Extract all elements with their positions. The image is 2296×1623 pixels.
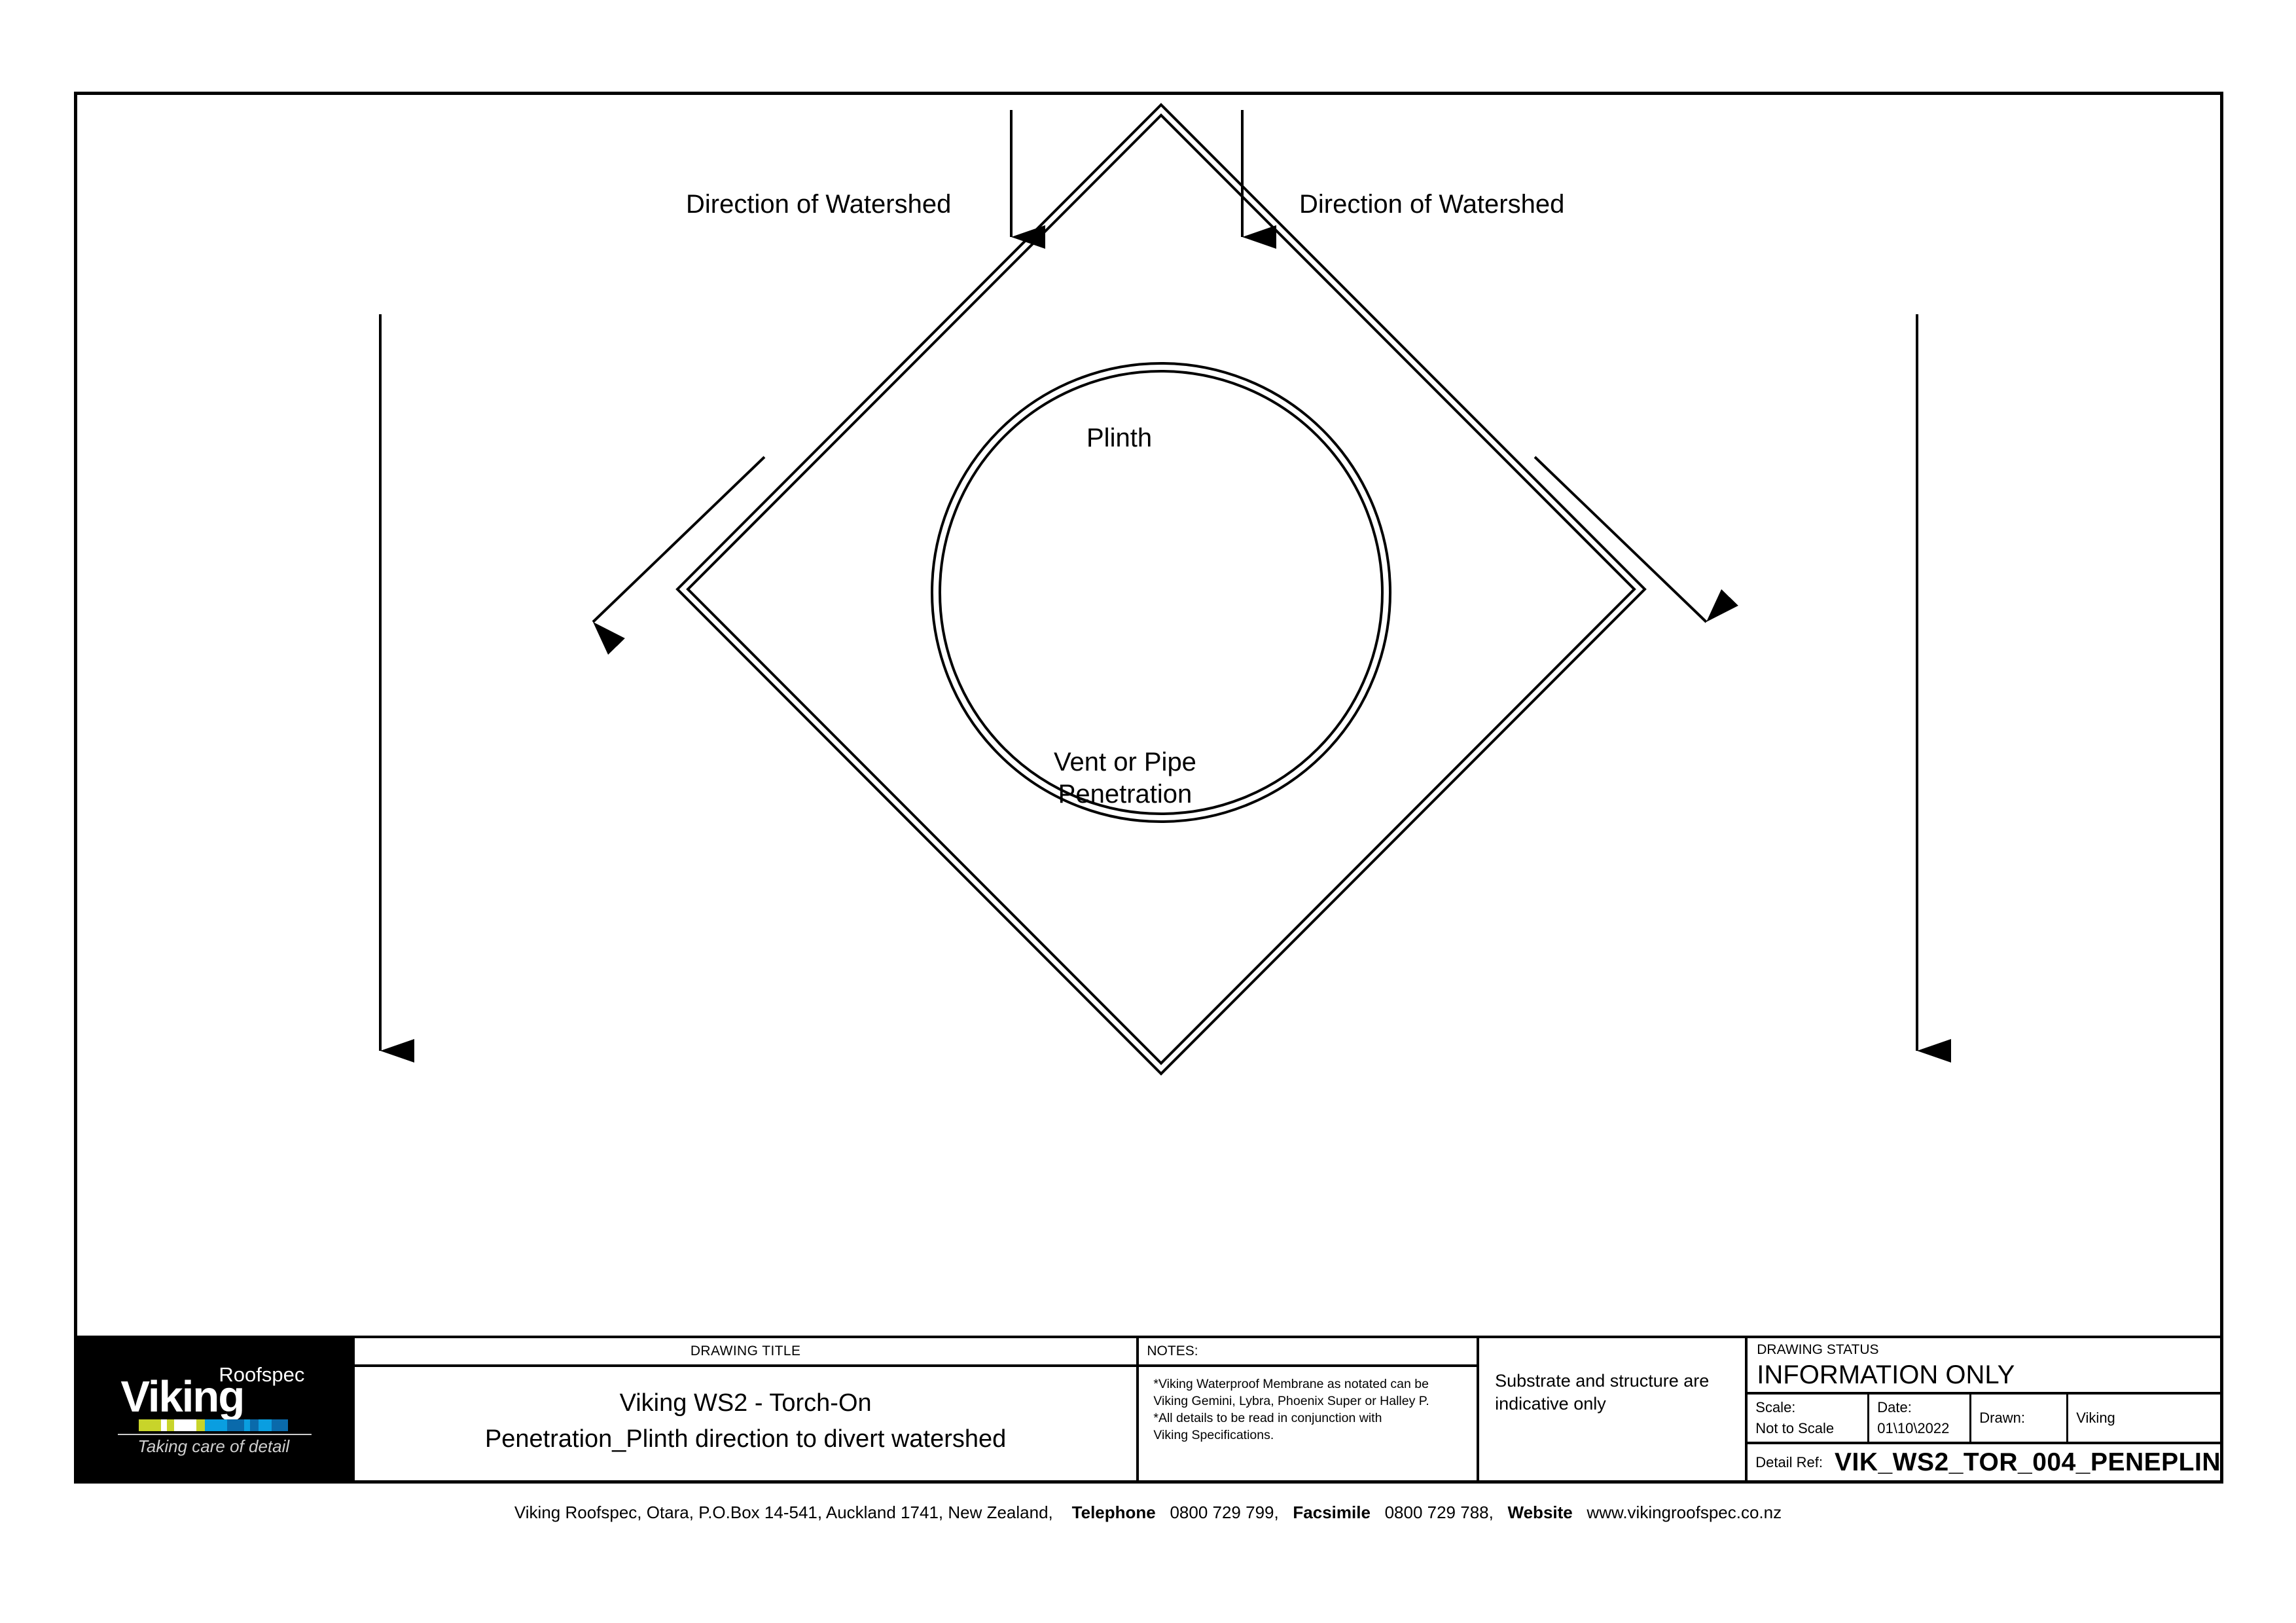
label-direction-of-watershed-right: Direction of Watershed bbox=[1299, 190, 1565, 219]
notes-cell: NOTES: *Viking Waterproof Membrane as no… bbox=[1139, 1336, 1480, 1484]
logo-color-segment bbox=[161, 1419, 168, 1431]
logo-color-bar bbox=[139, 1419, 289, 1431]
detail-ref-label: Detail Ref: bbox=[1755, 1454, 1823, 1470]
footer-telephone-label: Telephone bbox=[1071, 1503, 1156, 1522]
logo-color-segment bbox=[227, 1419, 245, 1431]
plinth-diamond-outline bbox=[675, 103, 1647, 1076]
logo-color-segment bbox=[244, 1419, 251, 1431]
notes-line: Viking Specifications. bbox=[1153, 1427, 1274, 1442]
drawing-border-frame bbox=[74, 92, 2223, 1484]
drawing-meta-row: Scale: Not to Scale Date: 01\10\2022 Dra… bbox=[1748, 1395, 2221, 1444]
notes-line: Viking Gemini, Lybra, Phoenix Super or H… bbox=[1153, 1393, 1429, 1408]
drawing-title-line-1: Viking WS2 - Torch-On bbox=[619, 1389, 872, 1417]
logo-color-segment bbox=[139, 1419, 162, 1431]
drawing-status-caption: DRAWING STATUS bbox=[1757, 1342, 1879, 1357]
drawing-status-cell: DRAWING STATUS INFORMATION ONLY Scale: N… bbox=[1748, 1336, 2223, 1484]
detail-ref-row: Detail Ref: VIK_WS2_TOR_004_PENEPLIN bbox=[1748, 1444, 2221, 1481]
logo-tagline: Taking care of detail bbox=[137, 1436, 290, 1456]
watershed-arrow-diagonal-right bbox=[1534, 456, 1739, 623]
label-direction-of-watershed-left: Direction of Watershed bbox=[686, 190, 952, 219]
substrate-note-cell: Substrate and structure are indicative o… bbox=[1479, 1336, 1748, 1484]
footer-website-label: Website bbox=[1507, 1503, 1573, 1522]
logo-color-segment bbox=[174, 1419, 197, 1431]
logo-color-segment bbox=[196, 1419, 206, 1431]
drawing-title-cell: DRAWING TITLE Viking WS2 - Torch-On Pene… bbox=[354, 1336, 1139, 1484]
drawn-by-value: Viking bbox=[2076, 1410, 2115, 1427]
logo-color-segment bbox=[250, 1419, 259, 1431]
notes-line: *All details to be read in conjunction w… bbox=[1153, 1410, 1382, 1425]
footer-facsimile-label: Facsimile bbox=[1293, 1503, 1371, 1522]
penetration-circle-outline bbox=[931, 362, 1391, 823]
watershed-arrow-diagonal-left bbox=[592, 456, 766, 655]
drawing-status-top: DRAWING STATUS INFORMATION ONLY bbox=[1748, 1338, 2221, 1395]
logo-divider-rule bbox=[118, 1434, 312, 1435]
label-vent-line-2: Penetration bbox=[1058, 779, 1193, 809]
label-vent-or-pipe-penetration: Vent or Pipe Penetration bbox=[1054, 746, 1196, 811]
drawn-cell: Drawn: bbox=[1971, 1395, 2069, 1442]
notes-header: NOTES: bbox=[1139, 1338, 1477, 1367]
drawing-title-header-label: DRAWING TITLE bbox=[690, 1343, 801, 1359]
notes-line: *Viking Waterproof Membrane as notated c… bbox=[1153, 1377, 1429, 1391]
drawing-status-value: INFORMATION ONLY bbox=[1757, 1360, 2015, 1390]
logo-color-segment bbox=[205, 1419, 228, 1431]
substrate-note-text: Substrate and structure are indicative o… bbox=[1495, 1370, 1709, 1415]
footer-facsimile-value: 0800 729 788, bbox=[1384, 1503, 1494, 1522]
title-block: Viking Roofspec Taking care of detail DR… bbox=[74, 1336, 2223, 1484]
page-footer: Viking Roofspec, Otara, P.O.Box 14-541, … bbox=[0, 1503, 2296, 1523]
notes-header-label: NOTES: bbox=[1147, 1343, 1198, 1359]
label-plinth: Plinth bbox=[1086, 424, 1153, 452]
logo-sub-text: Roofspec bbox=[219, 1363, 305, 1386]
scale-value: Not to Scale bbox=[1755, 1420, 1835, 1436]
date-label: Date: bbox=[1877, 1399, 1912, 1416]
drawing-title-line-2: Penetration_Plinth direction to divert w… bbox=[484, 1425, 1007, 1453]
detail-ref-value: VIK_WS2_TOR_004_PENEPLIN bbox=[1834, 1448, 2221, 1476]
scale-label: Scale: bbox=[1755, 1399, 1796, 1416]
viking-roofspec-logo: Viking Roofspec Taking care of detail bbox=[74, 1336, 355, 1484]
logo-color-segment bbox=[272, 1419, 289, 1431]
substrate-note-line-2: indicative only bbox=[1495, 1394, 1606, 1414]
detail-drawing bbox=[379, 103, 1951, 1076]
date-cell: Date: 01\10\2022 bbox=[1869, 1395, 1972, 1442]
drawn-by-cell: Viking bbox=[2068, 1395, 2221, 1442]
label-vent-line-1: Vent or Pipe bbox=[1054, 748, 1196, 776]
notes-body: *Viking Waterproof Membrane as notated c… bbox=[1139, 1367, 1477, 1481]
substrate-note-line-1: Substrate and structure are bbox=[1495, 1371, 1710, 1391]
date-value: 01\10\2022 bbox=[1877, 1420, 1950, 1436]
drawing-title-header: DRAWING TITLE bbox=[354, 1338, 1137, 1367]
footer-address: Viking Roofspec, Otara, P.O.Box 14-541, … bbox=[514, 1503, 1053, 1522]
scale-cell: Scale: Not to Scale bbox=[1748, 1395, 1870, 1442]
logo-color-segment bbox=[167, 1419, 175, 1431]
footer-website-value: www.vikingroofspec.co.nz bbox=[1587, 1503, 1782, 1522]
drawing-title-body: Viking WS2 - Torch-On Penetration_Plinth… bbox=[355, 1367, 1137, 1481]
drawn-label: Drawn: bbox=[1979, 1410, 2025, 1427]
footer-telephone-value: 0800 729 799, bbox=[1170, 1503, 1279, 1522]
logo-brand-text: Viking bbox=[120, 1372, 245, 1421]
logo-color-segment bbox=[259, 1419, 272, 1431]
